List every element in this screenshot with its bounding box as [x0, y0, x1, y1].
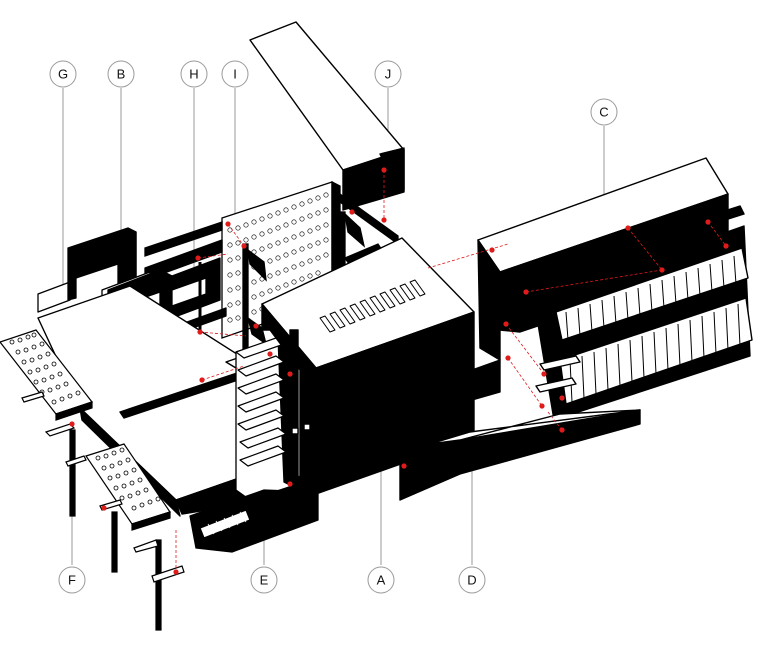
callout-g-label: G — [58, 67, 68, 82]
callout-a: A — [367, 566, 395, 594]
callout-c-label: C — [599, 105, 608, 120]
callout-b-label: B — [117, 67, 126, 82]
callout-h: H — [180, 60, 208, 88]
component-c-right-volume — [477, 157, 753, 421]
callout-f: F — [58, 566, 86, 594]
callout-d-label: D — [467, 573, 476, 588]
component-d-plinth — [399, 359, 641, 501]
callouts: G B H I J C F E — [49, 60, 618, 594]
connection-points — [69, 167, 729, 575]
callout-f-label: F — [68, 573, 76, 588]
callout-i: I — [221, 60, 249, 88]
callout-g: G — [49, 60, 77, 88]
callout-h-label: H — [189, 67, 198, 82]
callout-d: D — [458, 566, 486, 594]
component-j-roof — [249, 21, 405, 211]
callout-a-label: A — [377, 573, 386, 588]
callout-j: J — [374, 60, 402, 88]
callout-i-label: I — [233, 67, 237, 82]
callout-e-label: E — [260, 573, 269, 588]
callout-j-label: J — [385, 67, 392, 82]
connection-lines — [175, 170, 727, 572]
callout-e: E — [250, 566, 278, 594]
callout-b: B — [107, 60, 135, 88]
callout-c: C — [590, 98, 618, 126]
